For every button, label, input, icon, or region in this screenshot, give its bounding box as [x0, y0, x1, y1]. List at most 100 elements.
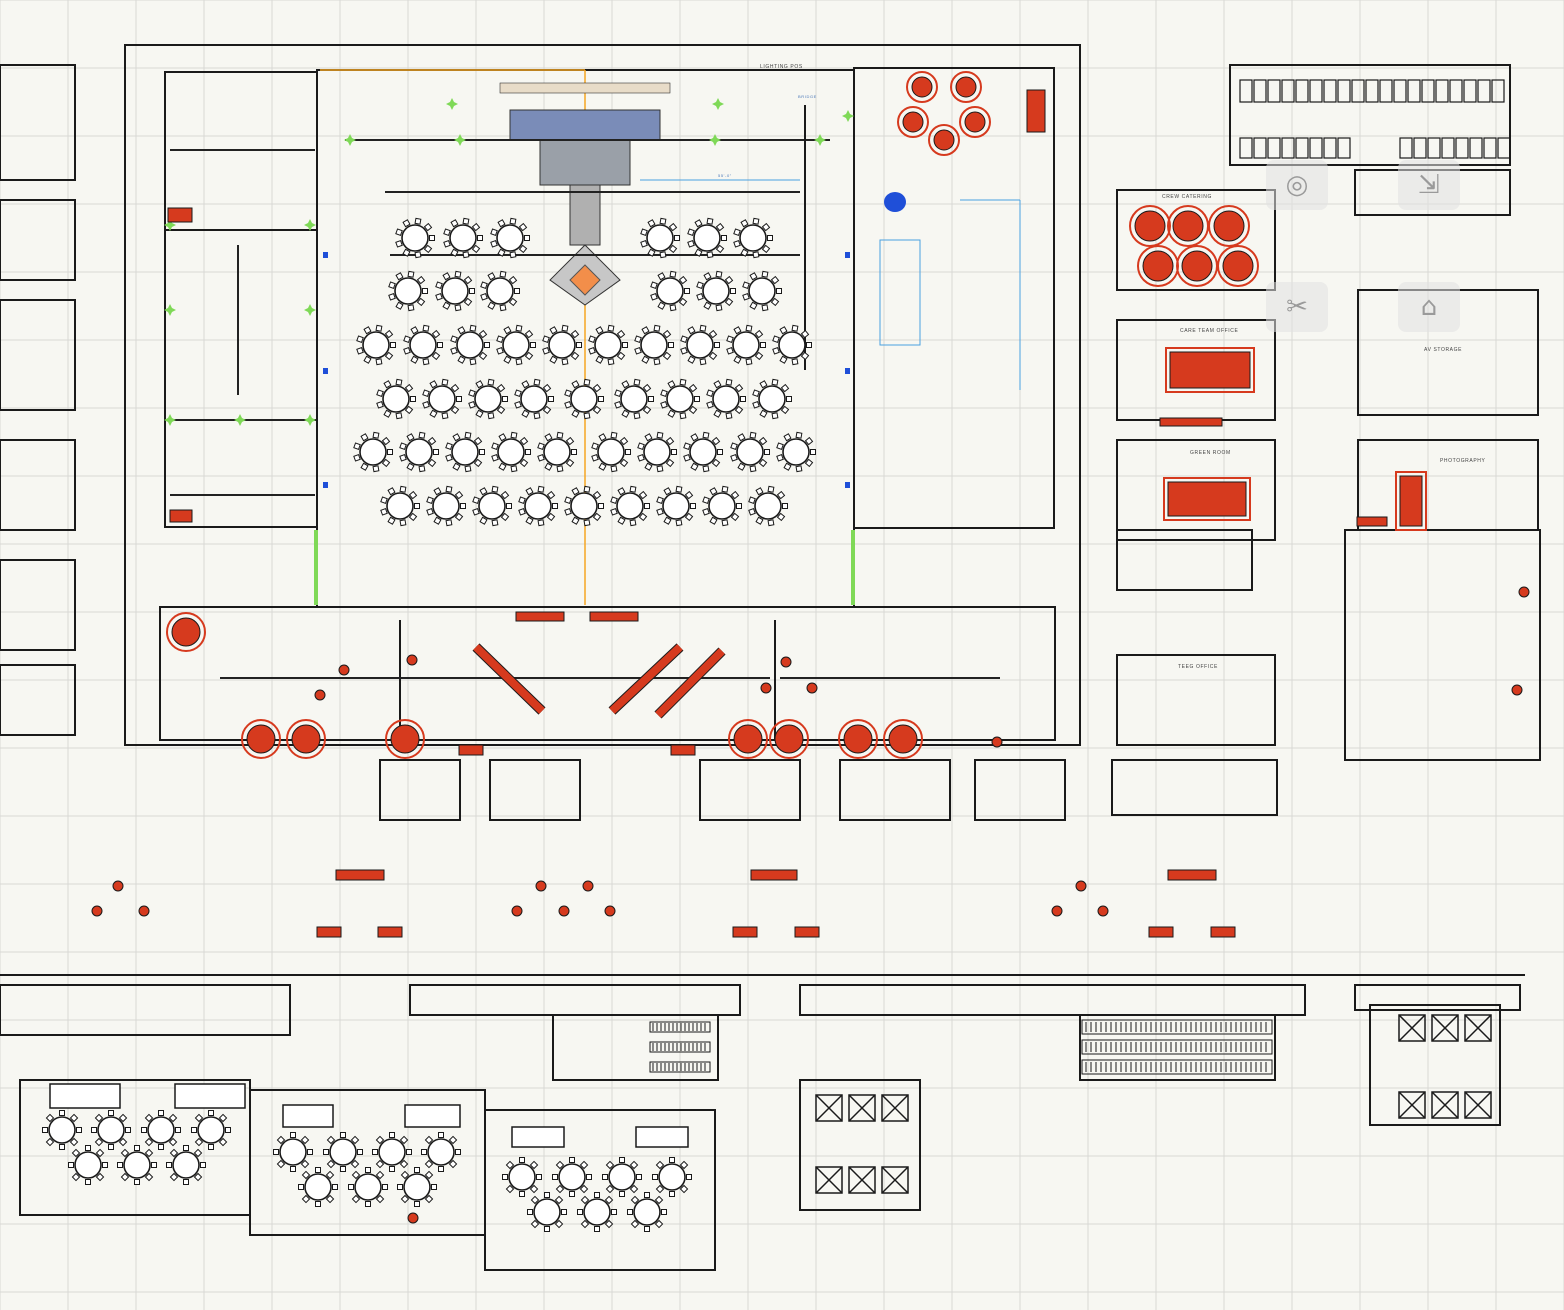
highlighted-table[interactable] [582, 880, 594, 892]
ballroom-table[interactable] [537, 431, 577, 473]
highlighted-table[interactable] [950, 71, 982, 103]
highlighted-table[interactable] [780, 656, 792, 668]
ballroom-table[interactable] [706, 378, 746, 420]
meeting-table[interactable] [397, 1167, 437, 1207]
highlighted-table[interactable] [883, 719, 923, 759]
highlighted-table[interactable] [928, 124, 960, 156]
meeting-table[interactable] [577, 1192, 617, 1232]
highlighted-table[interactable] [1511, 684, 1523, 696]
meeting-table[interactable] [627, 1192, 667, 1232]
ballroom-table[interactable] [422, 378, 462, 420]
highlighted-table[interactable] [906, 71, 938, 103]
ballroom-table[interactable] [776, 431, 816, 473]
meeting-table[interactable] [323, 1132, 363, 1172]
ballroom-table-group[interactable] [353, 217, 816, 527]
meeting-table[interactable] [348, 1167, 388, 1207]
highlighted-table[interactable] [1129, 205, 1171, 247]
meeting-table[interactable] [42, 1110, 82, 1150]
ballroom-table[interactable] [491, 431, 531, 473]
ballroom-table[interactable] [395, 217, 435, 259]
highlighted-item[interactable] [1356, 516, 1388, 527]
ballroom-table[interactable] [443, 217, 483, 259]
ballroom-table[interactable] [640, 217, 680, 259]
highlighted-table[interactable] [112, 880, 124, 892]
highlighted-item[interactable] [732, 926, 758, 938]
ballroom-table[interactable] [564, 485, 604, 527]
highlighted-table[interactable] [991, 736, 1003, 748]
highlighted-item[interactable] [750, 869, 798, 881]
camera-tool-button[interactable]: ◎ [1266, 160, 1328, 210]
highlighted-table[interactable] [1176, 245, 1218, 287]
ballroom-table[interactable] [450, 324, 490, 366]
highlighted-item[interactable] [1210, 926, 1236, 938]
ballroom-table[interactable] [564, 378, 604, 420]
highlighted-table[interactable] [838, 719, 878, 759]
highlighted-table[interactable] [728, 719, 768, 759]
ballroom-table[interactable] [356, 324, 396, 366]
highlighted-item[interactable] [377, 926, 403, 938]
highlighted-table[interactable] [91, 905, 103, 917]
highlighted-item[interactable] [1165, 347, 1255, 393]
ballroom-table[interactable] [680, 324, 720, 366]
highlighted-item[interactable] [1163, 477, 1251, 521]
highlighted-table[interactable] [511, 905, 523, 917]
highlighted-item[interactable] [515, 611, 565, 622]
ballroom-table[interactable] [591, 431, 631, 473]
highlighted-table[interactable] [338, 664, 350, 676]
ballroom-table[interactable] [687, 217, 727, 259]
highlighted-table[interactable] [1167, 205, 1209, 247]
highlighted-table[interactable] [558, 905, 570, 917]
ballroom-table[interactable] [490, 217, 530, 259]
highlighted-item[interactable] [316, 926, 342, 938]
highlighted-item[interactable] [1167, 869, 1217, 881]
meeting-table[interactable] [602, 1157, 642, 1197]
ballroom-table[interactable] [435, 270, 475, 312]
meeting-table[interactable] [527, 1192, 567, 1232]
ballroom-table[interactable] [742, 270, 782, 312]
ballroom-table[interactable] [388, 270, 428, 312]
ballroom-table[interactable] [683, 431, 723, 473]
ballroom-table[interactable] [403, 324, 443, 366]
highlighted-item[interactable] [670, 744, 696, 756]
highlighted-table[interactable] [286, 719, 326, 759]
ballroom-table[interactable] [588, 324, 628, 366]
ballroom-table[interactable] [650, 270, 690, 312]
ballroom-table[interactable] [518, 485, 558, 527]
ballroom-table[interactable] [353, 431, 393, 473]
highlighted-table[interactable] [535, 880, 547, 892]
highlighted-table[interactable] [1097, 905, 1109, 917]
meeting-table[interactable] [91, 1110, 131, 1150]
highlighted-table[interactable] [604, 905, 616, 917]
ballroom-table[interactable] [480, 270, 520, 312]
highlighted-table[interactable] [1137, 245, 1179, 287]
highlighted-item[interactable] [167, 207, 193, 223]
highlighted-item[interactable] [1148, 926, 1174, 938]
highlighted-table[interactable] [1075, 880, 1087, 892]
highlighted-item[interactable] [1026, 89, 1046, 133]
highlighted-table[interactable] [806, 682, 818, 694]
ballroom-table[interactable] [730, 431, 770, 473]
ballroom-table[interactable] [445, 431, 485, 473]
ballroom-table[interactable] [472, 485, 512, 527]
highlighted-item[interactable] [589, 611, 639, 622]
highlighted-table[interactable] [406, 654, 418, 666]
meeting-table[interactable] [117, 1145, 157, 1185]
ballroom-table[interactable] [610, 485, 650, 527]
highlighted-table[interactable] [1051, 905, 1063, 917]
meeting-table[interactable] [166, 1145, 206, 1185]
ballroom-table[interactable] [614, 378, 654, 420]
ballroom-table[interactable] [399, 431, 439, 473]
meeting-table[interactable] [652, 1157, 692, 1197]
highlighted-table[interactable] [1208, 205, 1250, 247]
meeting-table[interactable] [421, 1132, 461, 1172]
ballroom-table[interactable] [496, 324, 536, 366]
ballroom-table[interactable] [514, 378, 554, 420]
meeting-table[interactable] [191, 1110, 231, 1150]
highlighted-table[interactable] [760, 682, 772, 694]
ballroom-table[interactable] [660, 378, 700, 420]
highlighted-item[interactable] [335, 869, 385, 881]
ballroom-table[interactable] [380, 485, 420, 527]
exit-tool-button[interactable]: ⇲ [1398, 160, 1460, 210]
highlighted-table[interactable] [166, 612, 206, 652]
